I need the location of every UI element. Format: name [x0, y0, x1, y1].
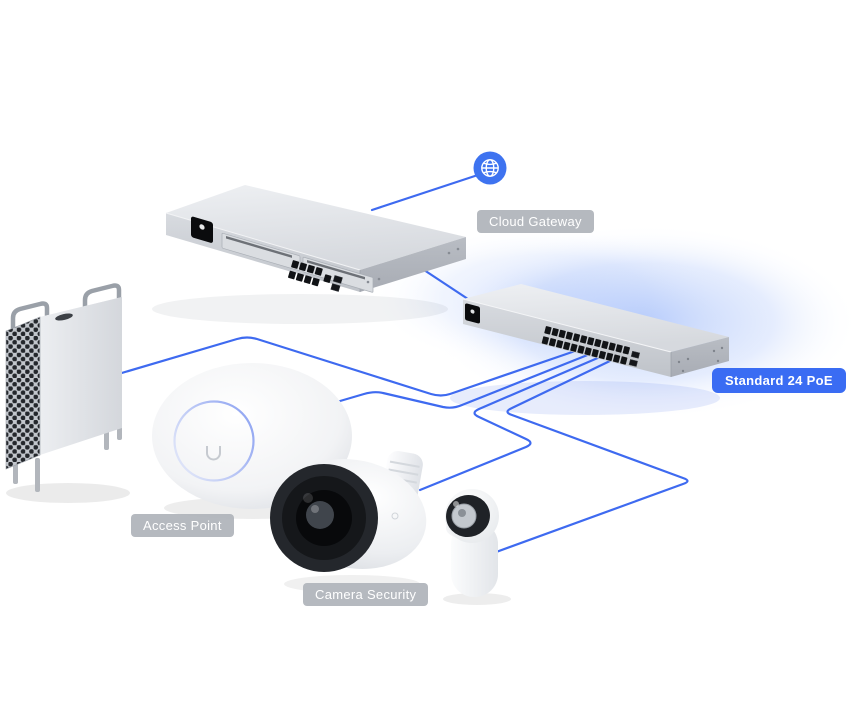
tower-shadow: [6, 483, 130, 503]
cable-switch-desktop-tower: [113, 336, 580, 397]
ap-led-ring: [173, 400, 255, 482]
gateway-ports: [288, 260, 343, 292]
tower-handle: [10, 301, 50, 337]
turret-camera-device: [445, 489, 499, 597]
camera-security-label: Camera Security: [303, 583, 429, 606]
turret-camera-shadow: [443, 593, 511, 605]
tower-grille: [5, 316, 41, 470]
cable-switch-bullet-camera: [418, 355, 602, 492]
switch-ports: [541, 326, 641, 367]
gateway-shadow: [152, 294, 448, 324]
ap-logo: [206, 446, 221, 461]
access-point-label: Access Point: [131, 514, 234, 537]
cloud-gateway-device: [165, 185, 466, 293]
cloud-gateway-label: Cloud Gateway: [477, 210, 594, 233]
poe-switch-label: Standard 24 PoE: [712, 368, 846, 393]
tower-handle: [82, 283, 122, 318]
cable-internet-gateway: [370, 169, 492, 212]
desktop-tower-device: [5, 283, 122, 492]
cable-gateway-switch: [416, 264, 476, 305]
cable-switch-access-point: [256, 352, 592, 427]
bullet-camera-device: [270, 451, 427, 572]
bullet-camera-logo: [391, 512, 399, 520]
poe-switch-device: [462, 284, 729, 377]
gateway-display: [191, 216, 213, 243]
globe-icon: [473, 151, 507, 185]
cable-switch-turret-camera: [486, 358, 689, 557]
